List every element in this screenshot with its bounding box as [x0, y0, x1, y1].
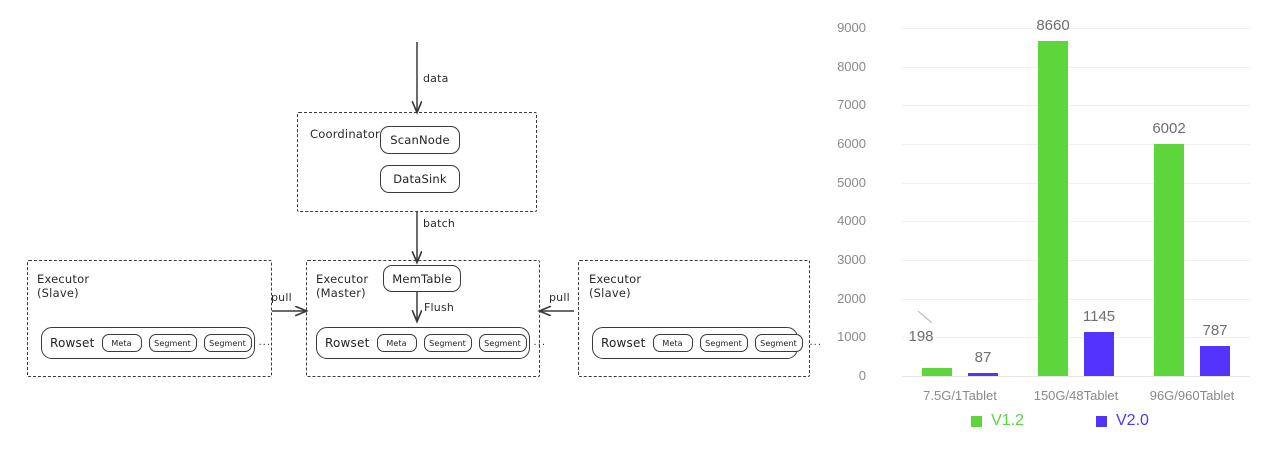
- rowset-label: Rowset: [601, 336, 646, 350]
- chart-gridline: [902, 105, 1250, 107]
- arrow-label-batch: batch: [423, 217, 456, 230]
- arrow-label-pull-right: pull: [549, 291, 570, 304]
- bar-value-label: 198: [908, 328, 934, 346]
- y-axis-tick: 5000: [837, 174, 866, 190]
- executor-master-title: Executor (Master): [316, 272, 369, 300]
- chart-gridline: [902, 28, 1250, 29]
- y-axis-tick: 6000: [837, 136, 866, 151]
- bar-value-label: 87: [974, 348, 992, 366]
- arrow-label-flush: Flush: [424, 301, 455, 314]
- chip-meta[interactable]: Meta: [101, 334, 142, 352]
- chart-leader-lines: [917, 310, 933, 324]
- y-axis-tick: 9000: [837, 20, 866, 35]
- coordinator-title: Coordinator: [310, 127, 380, 141]
- chip-segment[interactable]: Segment: [754, 334, 803, 352]
- rowset-ellipsis: ...: [809, 337, 823, 348]
- chart-gridline: [902, 182, 1250, 184]
- legend-swatch-icon: [971, 415, 983, 427]
- rowset-label: Rowset: [50, 336, 95, 350]
- executor-slave-left-box: [27, 260, 272, 377]
- legend-label: V1.2: [991, 412, 1024, 429]
- chart-bar[interactable]: [1038, 41, 1068, 376]
- bar-value-label: 787: [1202, 321, 1228, 339]
- chart-gridline: [902, 221, 1250, 223]
- rowset-slave-left[interactable]: Rowset Meta Segment Segment ...: [41, 327, 270, 359]
- legend-swatch-icon: [1096, 415, 1107, 427]
- rowset-ellipsis: ...: [533, 337, 547, 348]
- datasink-node[interactable]: DataSink: [380, 165, 460, 193]
- x-axis-label: 96G/960Tablet: [1149, 388, 1235, 403]
- chart-gridline: [902, 376, 1250, 377]
- chart-bar[interactable]: [1154, 143, 1184, 376]
- rowset-label: Rowset: [325, 336, 370, 350]
- chart-gridline: [902, 66, 1250, 68]
- y-axis-tick: 3000: [837, 252, 866, 267]
- executor-slave-right-title: Executor (Slave): [589, 272, 642, 300]
- y-axis-tick: 2000: [837, 290, 866, 306]
- chart-bar[interactable]: [968, 372, 998, 376]
- chart-gridline: [902, 144, 1250, 145]
- bar-value-label: 6002: [1152, 119, 1186, 137]
- scannode-node[interactable]: ScanNode: [380, 126, 460, 154]
- chart-bar[interactable]: [922, 368, 952, 376]
- y-axis-tick: 0: [858, 368, 866, 383]
- x-axis-label: 7.5G/1Tablet: [923, 388, 997, 403]
- y-axis-tick: 1000: [837, 329, 866, 345]
- chart-bar[interactable]: [1200, 345, 1230, 376]
- chart-gridline: [902, 260, 1250, 261]
- memtable-node[interactable]: MemTable: [383, 265, 461, 292]
- rowset-slave-right[interactable]: Rowset Meta Segment Segment ...: [592, 327, 821, 359]
- rowset-ellipsis: ...: [258, 337, 272, 348]
- y-axis-tick: 8000: [837, 58, 866, 74]
- coordinator-box: [297, 112, 537, 212]
- chart-legend: V1.2 V2.0: [840, 412, 1280, 430]
- legend-label: V2.0: [1116, 412, 1149, 429]
- chip-segment[interactable]: Segment: [478, 334, 527, 352]
- executor-slave-left-title: Executor (Slave): [37, 272, 90, 300]
- rowset-master[interactable]: Rowset Meta Segment Segment ...: [316, 327, 545, 359]
- chart-bar[interactable]: [1084, 331, 1114, 376]
- chip-meta[interactable]: Meta: [652, 334, 693, 352]
- arrow-label-data: data: [423, 72, 449, 85]
- chip-segment[interactable]: Segment: [203, 334, 252, 352]
- diagram-arrows: [272, 42, 574, 460]
- bar-value-label: 8660: [1036, 17, 1070, 35]
- chip-segment[interactable]: Segment: [423, 334, 472, 352]
- executor-master-box: [306, 260, 540, 377]
- benchmark-bar-chart: 0 1000 2000 3000 4000 5000 6000 7000 8000 9000 198…: [837, 0, 1280, 460]
- bar-value-label: 1145: [1082, 307, 1116, 325]
- executor-slave-right-box: [578, 260, 810, 377]
- chip-segment[interactable]: Segment: [699, 334, 748, 352]
- x-axis-label: 150G/48Tablet: [1033, 388, 1119, 403]
- architecture-diagram: data batch Flush pull pull Coordinator S…: [27, 42, 821, 460]
- legend-item[interactable]: V2.0: [1096, 412, 1149, 430]
- arrow-label-pull-left: pull: [271, 291, 292, 304]
- chip-meta[interactable]: Meta: [376, 334, 417, 352]
- y-axis-tick: 4000: [837, 213, 866, 229]
- chart-gridline: [902, 298, 1250, 300]
- legend-item[interactable]: V1.2: [971, 412, 1024, 430]
- chart-plot-area: 0 1000 2000 3000 4000 5000 6000 7000 8000 9000 198…: [837, 17, 1250, 403]
- chart-gridline: [902, 337, 1250, 339]
- y-axis-tick: 7000: [837, 97, 866, 113]
- chip-segment[interactable]: Segment: [148, 334, 197, 352]
